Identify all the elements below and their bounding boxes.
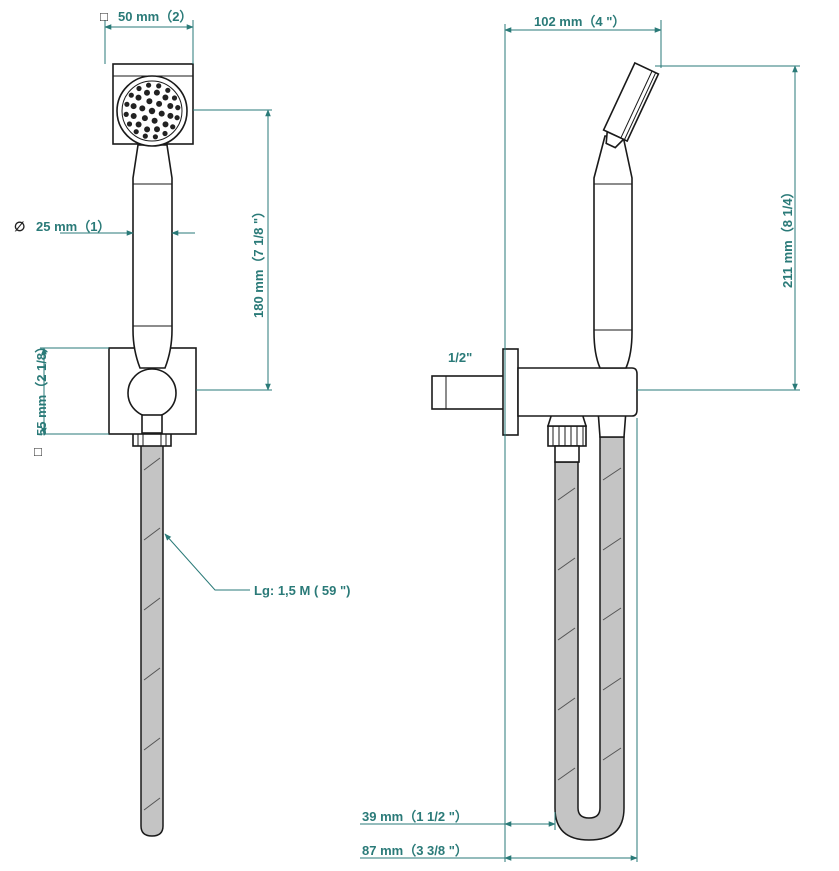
spray-nozzle [162,130,168,137]
spray-nozzle [128,92,134,98]
spray-nozzle [130,113,137,119]
spray-nozzle [135,94,142,101]
spray-nozzle [171,95,178,101]
label-hose-length: Lg: 1,5 M ( 59 ") [254,583,350,598]
spray-nozzle [142,133,148,139]
spray-nozzle [146,98,153,105]
spray-nozzle [144,126,151,133]
spray-nozzle [156,100,163,107]
side-hose-texture [557,467,622,781]
label-handle-length: 180 mm（7 1/8 "） [251,205,266,318]
front-view [108,63,197,837]
label-handle-diameter: 25 mm（1） [36,219,110,234]
spray-nozzle [135,121,142,128]
label-projection: 102 mm（4 "） [534,14,625,29]
spray-nozzle [148,107,156,115]
spray-nozzle [167,112,174,119]
side-hose-connector [547,425,587,447]
label-side-height: 211 mm（8 1/4） [780,185,795,288]
spray-nozzle [139,105,146,112]
spray-nozzles [123,82,181,140]
spray-nozzle [144,89,150,96]
front-hose [140,437,164,837]
spray-nozzle [152,134,158,140]
side-shower-head [602,61,660,149]
label-thread: 1/2" [448,350,472,365]
spray-nozzle [141,115,148,122]
spray-nozzle [123,111,129,117]
spray-nozzle [130,103,137,110]
dimension-lines [40,20,800,862]
side-view [431,61,660,841]
spray-nozzle [165,87,171,93]
spray-nozzle [124,101,130,107]
label-total-depth: 87 mm（3 3/8 "） [362,843,468,858]
diameter-symbol: ∅ [14,219,25,234]
label-head-width: 50 mm（2） [118,9,192,24]
dimension-labels: □ 50 mm（2） ∅ 25 mm（1） 180 mm（7 1/8 "） 55… [14,9,795,858]
spray-nozzle [162,94,169,101]
square-symbol-top: □ [100,9,108,24]
spray-nozzle [126,121,133,127]
spray-nozzle [146,82,152,88]
spray-nozzle [133,129,139,135]
label-outlet-offset: 39 mm（1 1/2 "） [362,809,468,824]
spray-nozzle [154,126,160,133]
side-elbow-body [517,367,638,417]
side-thread-nipple [431,375,505,410]
spray-nozzle [170,124,176,130]
spray-nozzle [156,83,162,89]
front-handle [132,144,173,369]
spray-nozzle [151,117,158,124]
side-handle [593,135,633,369]
spray-nozzle [174,115,180,121]
spray-nozzle [167,103,174,109]
spray-nozzle [158,110,165,117]
spray-nozzle [136,85,142,92]
spray-nozzle [175,105,181,111]
side-hose-loop [554,436,625,841]
label-bracket-height: 55 mm（2 1/8） [34,340,49,436]
front-hose-texture [143,457,161,811]
front-swivel-knob [127,368,177,418]
spray-nozzle [162,121,169,128]
square-symbol-side: □ [34,444,42,459]
spray-nozzle [153,89,160,96]
